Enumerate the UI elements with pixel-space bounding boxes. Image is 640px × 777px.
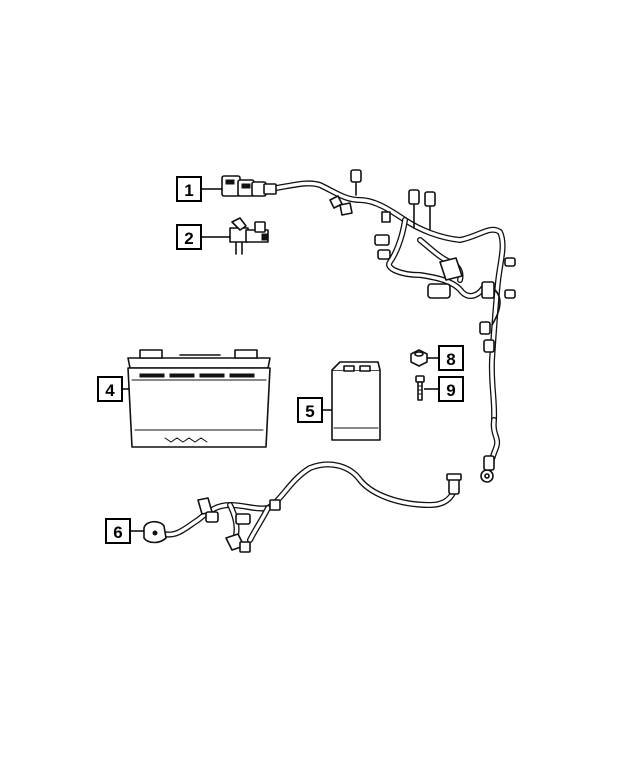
callout-6: 6 (105, 518, 144, 544)
callout-8: 8 (427, 345, 464, 371)
bolt (415, 375, 425, 401)
svg-text:5: 5 (305, 402, 314, 421)
callout-4: 4 (97, 376, 129, 402)
harness-upper (221, 169, 516, 483)
callout-5: 5 (297, 397, 332, 423)
svg-text:8: 8 (446, 350, 455, 369)
harness-connector (229, 217, 269, 255)
callout-2: 2 (176, 224, 230, 250)
svg-text:9: 9 (446, 381, 455, 400)
svg-text:1: 1 (184, 181, 193, 200)
svg-text:4: 4 (105, 381, 115, 400)
svg-text:2: 2 (184, 229, 193, 248)
callout-1: 1 (176, 176, 222, 202)
svg-text:6: 6 (113, 523, 122, 542)
battery-small (331, 361, 381, 441)
nut (410, 349, 428, 367)
cable-lower (143, 461, 462, 553)
callout-9: 9 (424, 376, 464, 402)
battery (127, 349, 271, 448)
